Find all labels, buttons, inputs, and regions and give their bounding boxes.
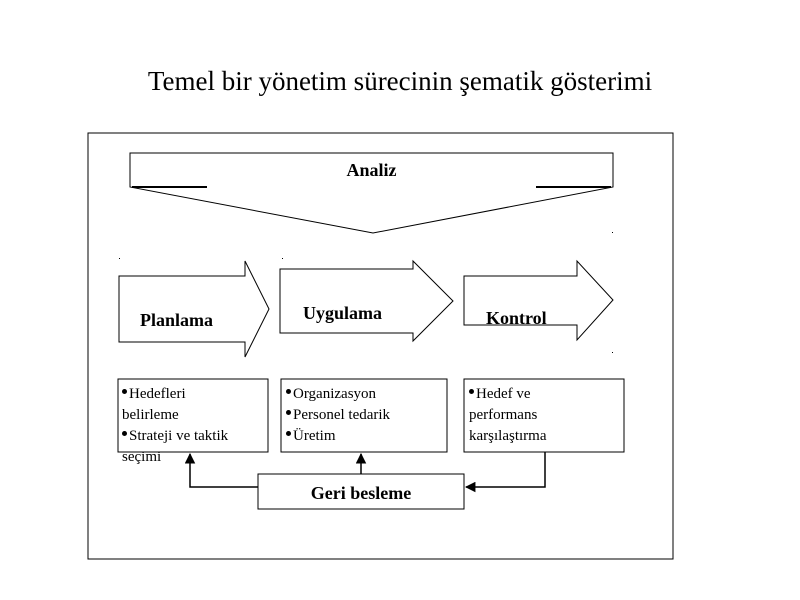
list-item: Hedef ve [469,384,624,405]
planning-arrow [118,260,270,358]
list-item: performans [469,407,538,423]
list-item: belirleme [122,407,179,423]
list-item: seçimi [122,449,162,465]
planning-box-frame [117,378,269,453]
stage-label-control: Kontrol [486,308,547,328]
list-item: Üretim [286,426,436,447]
bullet-icon [286,431,291,437]
corner-ticks [119,232,613,353]
list-item: Hedefleri [122,384,272,405]
feedback-arrow-right [464,452,546,493]
control-box-frame [463,378,625,453]
bullet-icon [122,431,127,437]
stage-label-planning: Planlama [140,310,214,330]
analysis-label: Analiz [346,160,397,180]
outer-frame [87,132,674,560]
bullet-icon [286,389,291,395]
stage-label-implementation: Uygulama [303,303,383,323]
list-item: Organizasyon [286,384,436,405]
control-arrow [463,259,614,342]
list-item: Strateji ve taktik [122,426,272,447]
bullet-icon [286,410,291,416]
planning-detail-box: Hedefleri belirleme Strateji ve taktik s… [122,384,272,468]
bullet-icon [122,389,127,395]
implementation-detail-box: Organizasyon Personel tedarik Üretim [286,384,436,447]
list-item: karşılaştırma [469,428,547,444]
implementation-arrow [279,259,454,343]
feedback-label: Geri besleme [310,483,412,503]
analysis-funnel [129,152,614,234]
feedback-arrow-left [184,452,258,488]
implementation-box-frame [280,378,448,453]
list-item: Personel tedarik [286,405,436,426]
diagram-title: Temel bir yönetim sürecinin şematik göst… [147,66,653,96]
bullet-icon [469,389,474,395]
control-detail-box: Hedef ve performans karşılaştırma [469,384,624,447]
